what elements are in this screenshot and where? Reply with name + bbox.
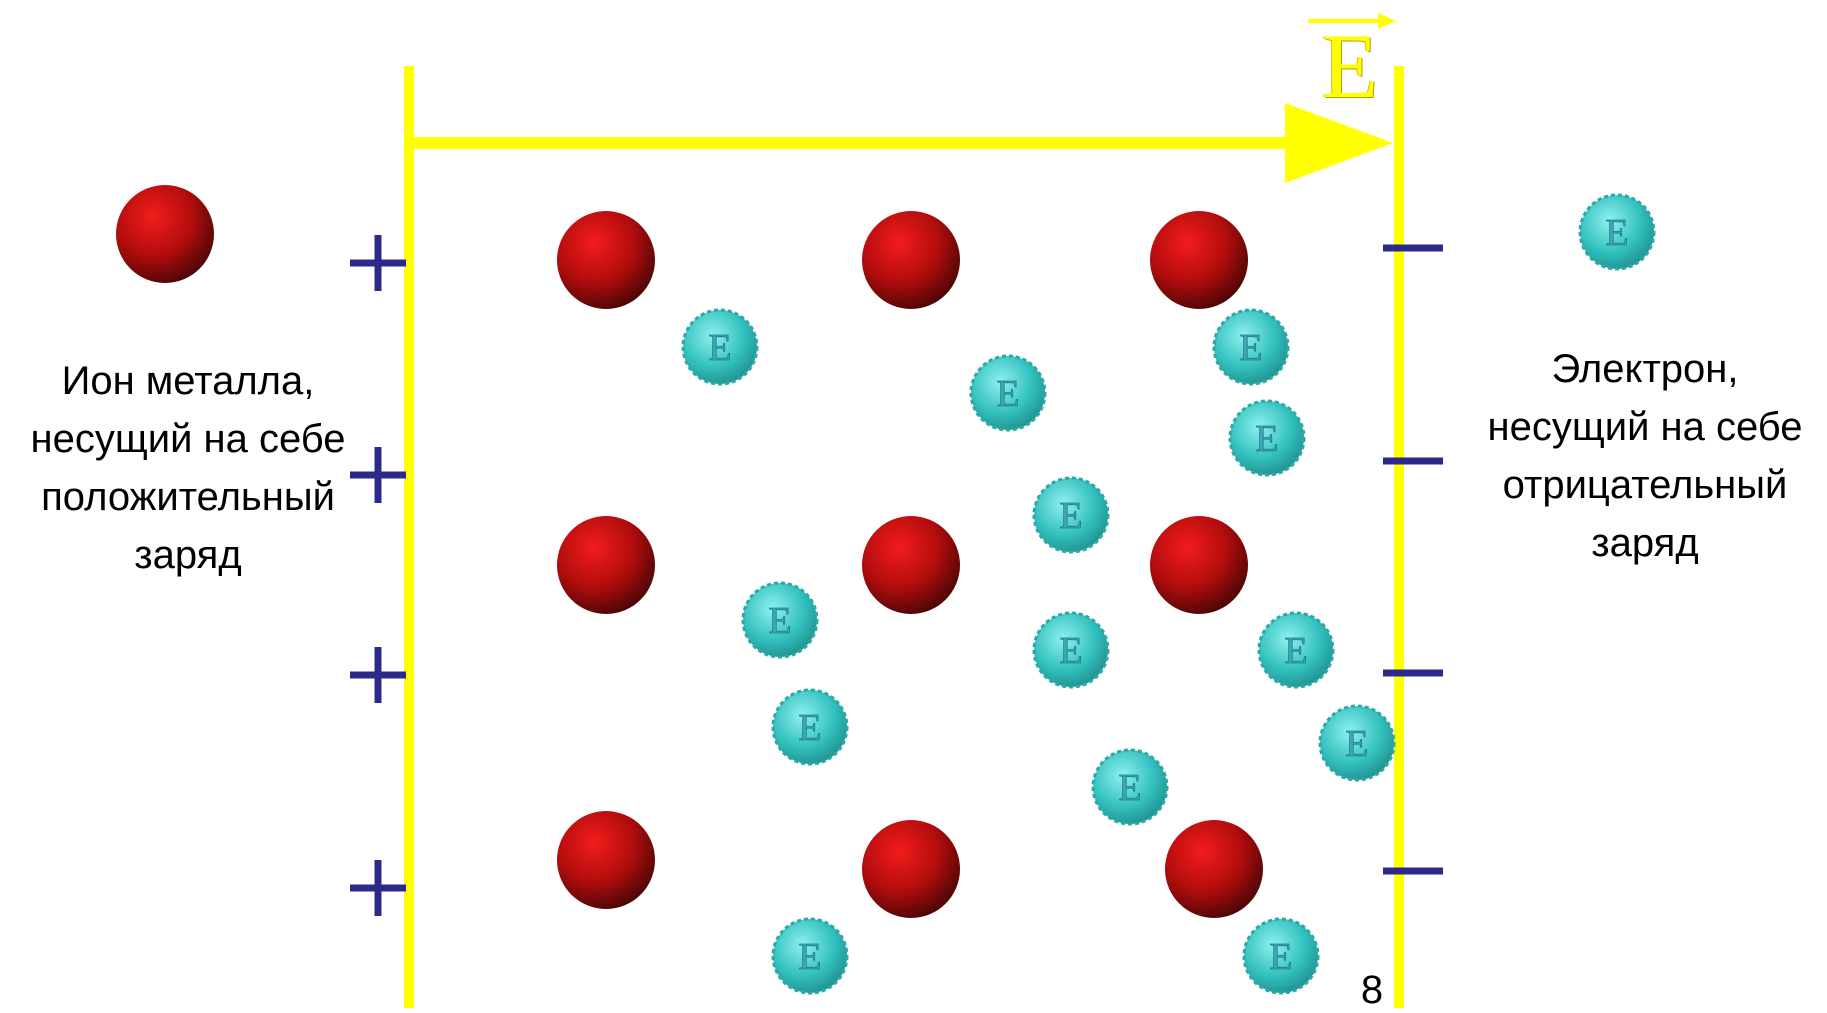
legend-ion	[116, 185, 214, 283]
metal-ion	[862, 516, 960, 614]
legend-electron: E	[1578, 193, 1656, 271]
electron: E	[1032, 476, 1110, 554]
positive-charge-sign	[350, 235, 406, 291]
electron: E	[741, 581, 819, 659]
metal-ion	[862, 820, 960, 918]
electron: E	[771, 688, 849, 766]
page-number: 8	[1360, 968, 1384, 1012]
field-vector-bar-icon	[1308, 13, 1396, 29]
svg-text:E: E	[1059, 630, 1082, 672]
positive-charge-sign	[350, 860, 406, 916]
electron: E	[681, 308, 759, 386]
metal-ion	[1150, 211, 1248, 309]
field-vector-symbol: E	[1321, 15, 1379, 117]
field-vector-arrow	[409, 103, 1393, 183]
electron: E	[1212, 308, 1290, 386]
svg-text:E: E	[1118, 767, 1141, 809]
electron: E	[1228, 399, 1306, 477]
electron: E	[1242, 917, 1320, 995]
svg-text:E: E	[708, 327, 731, 369]
positive-charge-sign	[350, 647, 406, 703]
ion-label: Ион металла, несущий на себе положительн…	[30, 359, 346, 577]
electron: E	[1257, 611, 1335, 689]
svg-text:E: E	[1255, 418, 1278, 460]
metal-ion	[862, 211, 960, 309]
metal-ion	[1150, 516, 1248, 614]
svg-text:E: E	[768, 600, 791, 642]
metal-ion	[1165, 820, 1263, 918]
electron: E	[1032, 611, 1110, 689]
electron: E	[969, 354, 1047, 432]
svg-text:E: E	[1269, 936, 1292, 978]
svg-text:E: E	[996, 373, 1019, 415]
svg-text:E: E	[1059, 495, 1082, 537]
svg-text:E: E	[798, 936, 821, 978]
electron: E	[1318, 704, 1396, 782]
metal-ion	[557, 811, 655, 909]
metal-ion	[557, 516, 655, 614]
svg-text:E: E	[1239, 327, 1262, 369]
electron: E	[771, 917, 849, 995]
electron-label: Электрон, несущий на себе отрицательный …	[1487, 347, 1803, 565]
svg-text:E: E	[1345, 723, 1368, 765]
svg-text:E: E	[1284, 630, 1307, 672]
positive-charge-sign	[350, 447, 406, 503]
svg-text:E: E	[798, 707, 821, 749]
svg-text:E: E	[1605, 212, 1628, 254]
electron: E	[1091, 748, 1169, 826]
metal-ion	[557, 211, 655, 309]
